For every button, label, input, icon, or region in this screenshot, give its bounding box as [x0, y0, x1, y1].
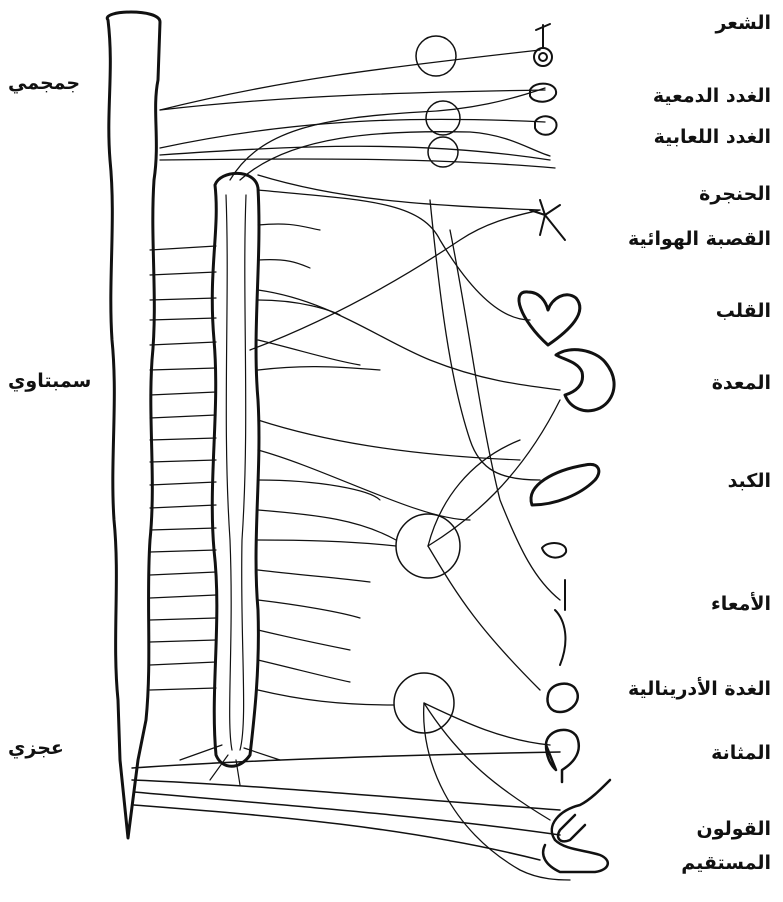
- sympathetic-chain: [212, 173, 259, 766]
- organ-label-colon: القولون: [697, 818, 772, 840]
- intestine-organ: [542, 543, 566, 665]
- organ-label-bladder: المثانة: [711, 742, 771, 764]
- organ-label-heart: القلب: [716, 300, 771, 322]
- organ-label-intestines: الأمعاء: [711, 593, 771, 615]
- cranial-nerves: [160, 50, 555, 210]
- spinal-cord: [107, 12, 160, 838]
- organ-label-larynx: الحنجرة: [699, 183, 771, 205]
- region-label-sacral: عجزي: [8, 737, 64, 759]
- salivary-gland: [535, 116, 557, 134]
- colon-rectum-organ: [543, 780, 610, 872]
- organ-label-adrenal: الغدة الأدرينالية: [628, 678, 771, 700]
- hair-follicle: [534, 24, 552, 66]
- sacral-nerves: [132, 752, 560, 860]
- lacrimal-gland: [530, 84, 556, 102]
- bladder-organ: [546, 730, 579, 782]
- organ-label-salivary: الغدد اللعابية: [654, 126, 771, 148]
- larynx-trachea: [530, 200, 565, 240]
- adrenal-gland: [548, 684, 578, 712]
- ganglion-circle: [416, 36, 456, 76]
- region-label-cranial: جمجمي: [8, 72, 80, 94]
- stomach-organ: [556, 350, 614, 411]
- organ-label-hair: الشعر: [715, 12, 771, 34]
- organ-label-liver: الكبد: [728, 470, 771, 492]
- organ-label-lacrimal: الغدد الدمعية: [653, 85, 771, 107]
- organ-label-trachea: القصبة الهوائية: [628, 228, 771, 250]
- ganglion-circle: [428, 137, 458, 167]
- heart-organ: [519, 292, 580, 345]
- organ-label-rectum: المستقيم: [681, 852, 771, 874]
- region-label-sympathetic: سمبتاوي: [8, 370, 91, 392]
- spinal-nerves: [150, 246, 216, 690]
- sympathetic-chain-inner: [226, 195, 246, 750]
- liver-organ: [531, 464, 599, 505]
- organ-label-stomach: المعدة: [712, 372, 771, 394]
- sympathetic-branches: [180, 224, 520, 785]
- ganglion-circle: [426, 101, 460, 135]
